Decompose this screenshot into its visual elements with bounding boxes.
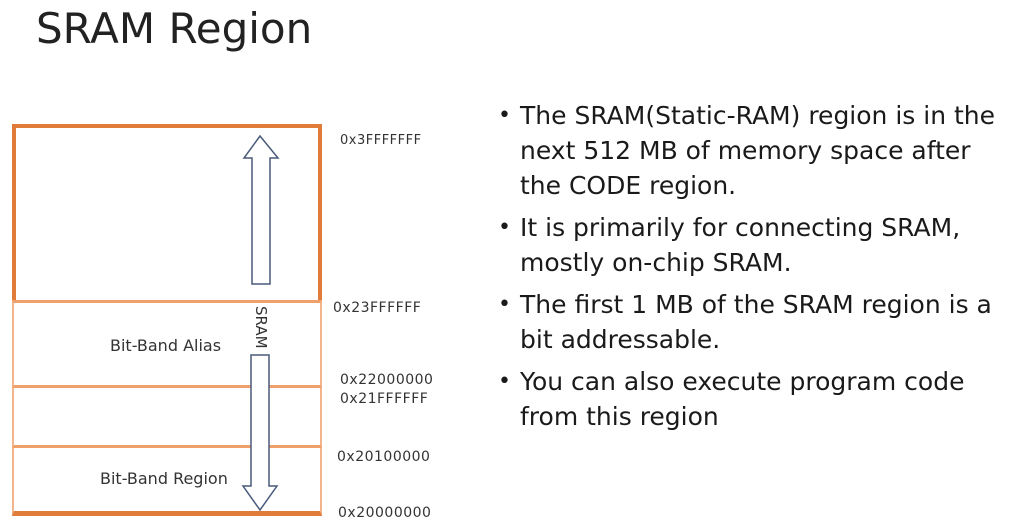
- bullet-text: The first 1 MB of the SRAM region is a b…: [520, 290, 992, 354]
- bit-band-region-label: Bit-Band Region: [100, 469, 228, 488]
- address-bitband-end: 0x20100000: [337, 449, 431, 465]
- bullet-list: • The SRAM(Static-RAM) region is in the n…: [498, 98, 1018, 441]
- address-top: 0x3FFFFFFF: [340, 133, 422, 148]
- sram-upper-region: [12, 124, 322, 300]
- sram-span-arrows: [241, 134, 280, 512]
- bullet-dot-icon: •: [498, 292, 511, 317]
- sram-gap-region: [12, 388, 322, 448]
- slide-title: SRAM Region: [36, 4, 313, 53]
- address-gap-end: 0x21FFFFFF: [340, 391, 429, 407]
- bullet-item: • It is primarily for connecting SRAM, mo…: [498, 210, 1018, 280]
- down-arrow-icon: [241, 354, 279, 512]
- bullet-item: • The first 1 MB of the SRAM region is a …: [498, 287, 1018, 357]
- bullet-dot-icon: •: [498, 215, 511, 240]
- address-alias-start: 0x22000000: [340, 372, 434, 388]
- bullet-dot-icon: •: [498, 369, 511, 394]
- bit-band-alias-region: [12, 300, 322, 388]
- bit-band-alias-label: Bit-Band Alias: [110, 336, 222, 355]
- address-alias-end: 0x23FFFFFF: [333, 300, 422, 316]
- bullet-text: You can also execute program code from t…: [520, 367, 965, 431]
- bullet-item: • The SRAM(Static-RAM) region is in the n…: [498, 98, 1018, 203]
- bullet-text: The SRAM(Static-RAM) region is in the ne…: [520, 101, 996, 200]
- bullet-text: It is primarily for connecting SRAM, mos…: [520, 213, 961, 277]
- bullet-item: • You can also execute program code from …: [498, 364, 1018, 434]
- sram-label: SRAM: [252, 306, 270, 349]
- up-arrow-icon: [242, 134, 280, 285]
- bit-band-region: [12, 448, 322, 516]
- memory-map-diagram: Bit-Band Alias Bit-Band Region SRAM 0x3F…: [0, 0, 470, 532]
- address-bottom: 0x20000000: [338, 505, 432, 521]
- bullet-dot-icon: •: [498, 103, 511, 128]
